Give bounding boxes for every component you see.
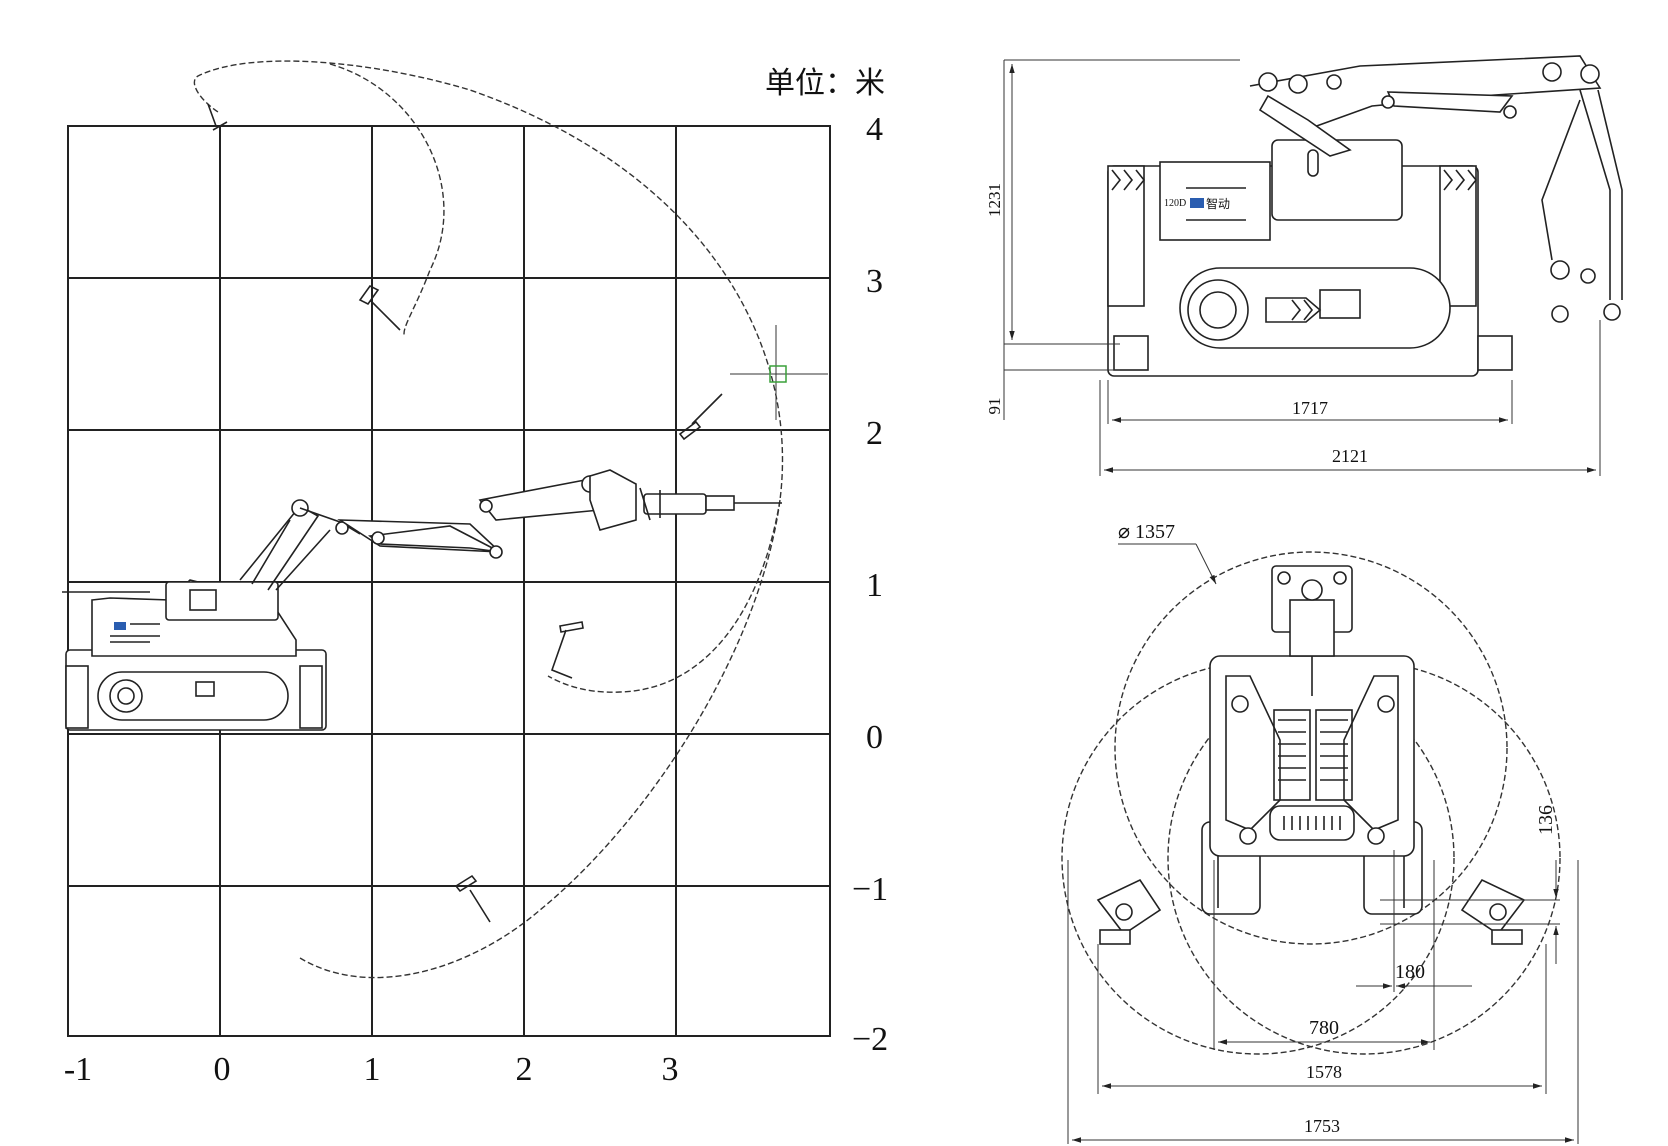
x-tick-minus-1: -1 <box>64 1051 92 1088</box>
y-tick-0: 0 <box>866 719 883 756</box>
x-tick-0: 0 <box>214 1051 231 1088</box>
working-range-diagram: 单位：米 4 3 2 1 0 −1 −2 -1 0 1 2 3 <box>62 60 888 1088</box>
brand-logo-icon <box>1190 198 1204 208</box>
inner-reach-curve-lower <box>547 499 781 693</box>
y-tick-4: 4 <box>866 111 883 148</box>
dim-1753-label: 1753 <box>1304 1116 1340 1136</box>
y-tick-minus-1: −1 <box>852 871 888 908</box>
y-tick-1: 1 <box>866 567 883 604</box>
crosshair-marker <box>730 325 828 420</box>
dim-180-label: 180 <box>1395 961 1425 983</box>
machine-top-view <box>1096 565 1526 945</box>
y-tick-2: 2 <box>866 415 883 452</box>
front-view-drawing: 120D 智动 <box>985 55 1623 476</box>
brand-name: 智动 <box>1206 196 1230 211</box>
swing-diameter-1357-label: ⌀ 1357 <box>1118 521 1175 543</box>
unit-label: 单位：米 <box>765 67 885 100</box>
model-number: 120D <box>1164 198 1186 209</box>
swing-circle-center <box>1114 551 1508 945</box>
reach-envelope-curve <box>193 60 784 979</box>
grid-lines <box>67 125 831 1037</box>
model-badge: 120D 智动 <box>1164 187 1246 221</box>
x-axis-tick-labels: -1 0 1 2 3 <box>64 1051 679 1088</box>
x-tick-2: 2 <box>516 1051 533 1088</box>
top-view-drawing: ⌀ 1357 136 180 780 1578 1753 <box>1061 521 1579 1144</box>
logo-badge-icon <box>110 622 160 643</box>
machine-front-view: 120D 智动 <box>1107 55 1623 377</box>
y-axis-tick-labels: 4 3 2 1 0 −1 −2 <box>852 111 888 1058</box>
height-1231-label: 1231 <box>985 183 1004 217</box>
tool-position-markers <box>207 103 723 923</box>
track-width-1717-label: 1717 <box>1292 398 1328 418</box>
inner-reach-curve-upper <box>329 63 445 338</box>
y-tick-3: 3 <box>866 263 883 300</box>
dim-1578-label: 1578 <box>1306 1062 1342 1082</box>
offset-136-label: 136 <box>1535 805 1557 835</box>
top-view-dimensions: ⌀ 1357 136 180 780 1578 1753 <box>1067 521 1579 1144</box>
machine-side-view <box>62 469 782 731</box>
outrigger-width-2121-label: 2121 <box>1332 446 1368 466</box>
x-tick-3: 3 <box>662 1051 679 1088</box>
front-view-dimensions: 1231 91 1717 2121 <box>985 59 1601 476</box>
y-tick-minus-2: −2 <box>852 1021 888 1058</box>
clearance-91-label: 91 <box>985 398 1004 415</box>
x-tick-1: 1 <box>364 1051 381 1088</box>
dim-780-label: 780 <box>1309 1017 1339 1039</box>
